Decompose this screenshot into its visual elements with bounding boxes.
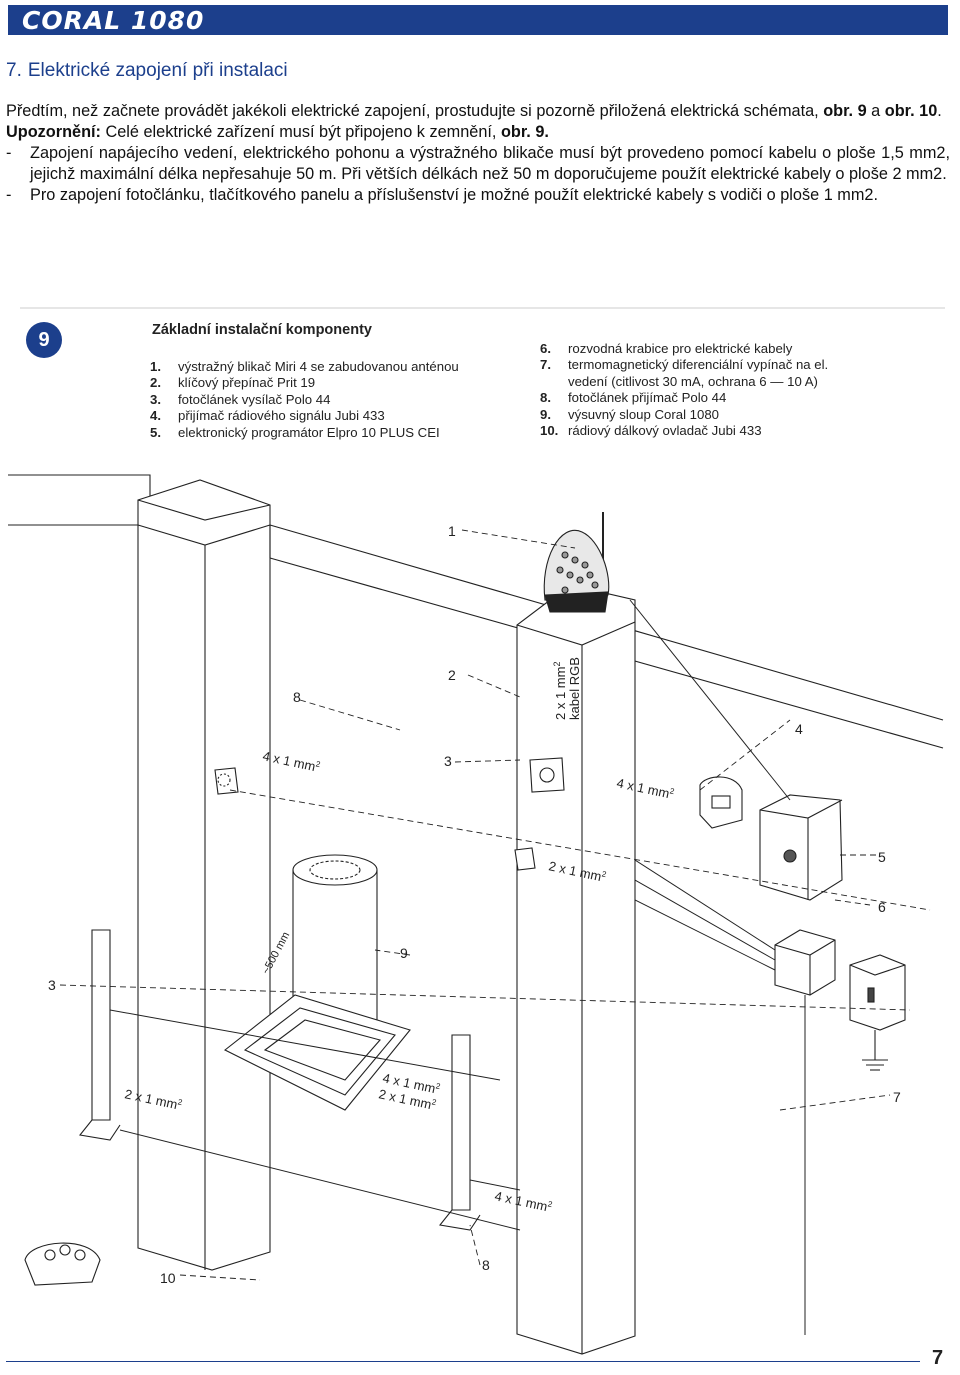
bullet-dash: -	[6, 144, 12, 162]
legend-item: 6. rozvodná krabice pro elektrické kabely	[540, 341, 828, 357]
legend-text: vedení (citlivost 30 mA, ochrana 6 — 10 …	[568, 373, 818, 389]
legend-number: 2.	[150, 375, 161, 391]
intro-period: .	[937, 102, 942, 120]
page-number: 7	[932, 1347, 944, 1369]
warning-label: Upozornění:	[6, 123, 101, 141]
photocell-post-left	[78, 929, 121, 1141]
legend-number: 10.	[540, 423, 559, 439]
legend-item: 8. fotočlánek přijímač Polo 44	[540, 390, 828, 406]
legend-text: termomagnetický diferenciální vypínač na…	[568, 357, 829, 373]
intro-paragraph: Předtím, než začnete provádět jakékoli e…	[6, 101, 950, 122]
legend-item: 10. rádiový dálkový ovladač Jubi 433	[540, 423, 828, 439]
photocell-wall-left	[214, 767, 239, 795]
callout-4: 4	[795, 721, 803, 737]
intro-sentence: Předtím, než začnete provádět jakékoli e…	[6, 102, 819, 120]
legend-item: 2. klíčový přepínač Prit 19	[150, 375, 459, 391]
bullet-text: Pro zapojení fotočlánku, tlačítkového pa…	[30, 186, 878, 204]
warning-paragraph: Upozornění: Celé elektrické zařízení mus…	[6, 122, 950, 143]
header-title: CORAL 1080	[22, 6, 205, 35]
photocell-wall-right	[514, 847, 536, 871]
legend-text: fotočlánek vysílač Polo 44	[178, 391, 331, 407]
legend-item: 5. elektronický programátor Elpro 10 PLUS…	[150, 425, 459, 441]
legend-item: 3. fotočlánek vysílač Polo 44	[150, 392, 459, 408]
warning-text: Celé elektrické zařízení musí být připoj…	[100, 123, 501, 141]
legend-list-right: 6. rozvodná krabice pro elektrické kabely…	[540, 341, 828, 439]
figure-heading: Základní instalační komponenty	[152, 322, 372, 338]
bullet-item: -Pro zapojení fotočlánku, tlačítkového p…	[6, 185, 950, 206]
differential-switch	[849, 954, 906, 1031]
callout-9: 9	[400, 945, 408, 961]
left-pillar	[137, 479, 271, 1271]
callout-3-post: 3	[48, 977, 56, 993]
callout-8-post: 8	[482, 1257, 490, 1273]
figure-reference: obr. 9	[500, 123, 545, 141]
legend-text: klíčový přepínač Prit 19	[178, 375, 316, 391]
left-wall	[8, 474, 151, 526]
callout-10: 10	[160, 1270, 176, 1286]
callout-8-wall: 8	[293, 689, 301, 705]
flashing-light-device	[543, 512, 610, 613]
legend-text: elektronický programátor Elpro 10 PLUS C…	[178, 424, 440, 440]
figure-reference: obr. 9	[823, 102, 867, 120]
legend-text: rozvodná krabice pro elektrické kabely	[568, 341, 793, 356]
legend-number: 9.	[540, 406, 551, 422]
legend-item: 9. výsuvný sloup Coral 1080	[540, 407, 828, 423]
footer-rule	[6, 1361, 920, 1362]
bullet-dash: -	[6, 186, 12, 204]
intro-conjunction: a	[866, 102, 885, 120]
legend-list-left: 1. výstražný blikač Miri 4 se zabudovanou…	[150, 359, 459, 441]
figure-reference: obr. 10	[884, 102, 938, 120]
junction-box	[774, 929, 836, 996]
legend-number: 7.	[540, 357, 551, 373]
legend-number: 4.	[150, 408, 161, 424]
legend-text: přijímač rádiového signálu Jubi 433	[178, 408, 385, 424]
header-bar: CORAL 1080	[8, 5, 948, 35]
legend-number: 5.	[150, 424, 161, 440]
photocell-post-right	[438, 1034, 481, 1231]
bullet-item: -Zapojení napájecího vedení, elektrickéh…	[6, 143, 950, 185]
legend-item: 4. přijímač rádiového signálu Jubi 433	[150, 408, 459, 424]
section-title: 7.Elektrické zapojení při instalaci	[6, 60, 288, 82]
key-selector-device	[529, 757, 565, 793]
legend-number: 1.	[150, 359, 161, 374]
legend-number: 6.	[540, 341, 551, 356]
legend-number: 3.	[150, 391, 161, 407]
callout-6: 6	[878, 899, 886, 915]
cable-rgb-label-line2: kabel RGB	[567, 657, 582, 720]
bollard-ground-frame	[223, 994, 411, 1111]
figure-number-badge: 9	[26, 322, 62, 358]
cable-rgb-label-line1: 2 x 1 mm2	[552, 662, 568, 720]
legend-text: rádiový dálkový ovladač Jubi 433	[568, 423, 762, 439]
legend-item: 1. výstražný blikač Miri 4 se zabudovanou…	[150, 359, 459, 375]
section-number: 7.	[6, 60, 22, 81]
legend-text: fotočlánek přijímač Polo 44	[568, 390, 727, 406]
callout-5: 5	[878, 849, 886, 865]
callout-3-wall: 3	[444, 753, 452, 769]
control-unit-device	[759, 794, 843, 901]
receiver-device	[699, 776, 743, 829]
callout-7: 7	[893, 1089, 901, 1105]
intro-text: Předtím, než začnete provádět jakékoli e…	[6, 101, 950, 206]
remote-control-device	[24, 1242, 101, 1286]
legend-text: výstražný blikač Miri 4 se zabudovanou a…	[178, 359, 459, 374]
callout-1: 1	[448, 523, 456, 539]
legend-text: výsuvný sloup Coral 1080	[568, 406, 720, 422]
warning-period: .	[544, 123, 549, 141]
bullet-text: Zapojení napájecího vedení, elektrického…	[30, 144, 950, 183]
section-title-text: Elektrické zapojení při instalaci	[27, 60, 288, 81]
callout-2: 2	[448, 667, 456, 683]
legend-number: 8.	[540, 390, 551, 406]
legend-item: vedení (citlivost 30 mA, ochrana 6 — 10 …	[540, 374, 828, 390]
legend-item: 7. termomagnetický diferenciální vypínač …	[540, 357, 828, 373]
